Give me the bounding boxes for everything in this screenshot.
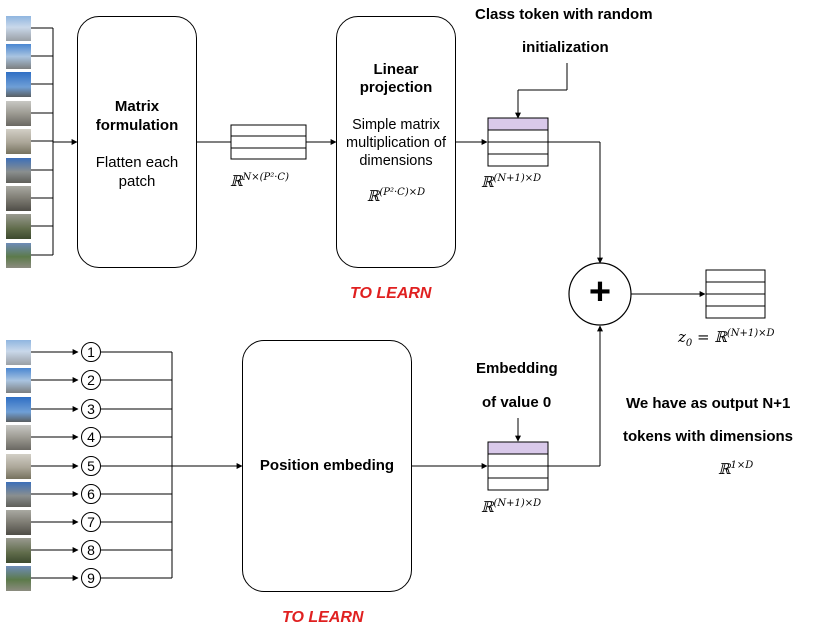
linear-projection-subtitle: Simple matrix multiplication of dimensio… [346,117,446,169]
position-index: 4 [81,427,101,447]
to-learn-label-top: TO LEARN [350,285,432,302]
output-matrix [705,269,766,319]
position-embedding-box: Position embeding [242,340,412,592]
position-index: 3 [81,399,101,419]
image-patch [6,243,31,268]
matrix-dimension: ℝN×(P²·C) [230,172,289,190]
image-patch [6,129,31,154]
position-index: 2 [81,370,101,390]
position-index: 1 [81,342,101,362]
image-patch [6,368,31,393]
image-patch [6,72,31,97]
image-patch [6,158,31,183]
linear-projection-title: Linear projection [359,61,433,96]
image-patch [6,214,31,239]
image-patch [6,340,31,365]
plus-icon: + [588,271,612,313]
embedding-dimension: ℝ(N+1)×D [481,498,542,516]
image-patch [6,101,31,126]
image-patch [6,397,31,422]
image-patch [6,44,31,69]
linear-projection-box: Linear projection Simple matrix multipli… [336,16,456,268]
image-patch [6,566,31,591]
image-patch [6,482,31,507]
output-note-line2: tokens with dimensions [623,428,794,445]
class-token-label-line2: initialization [522,39,609,56]
to-learn-label-bottom: TO LEARN [282,609,364,626]
image-patch [6,16,31,41]
addition-node [568,262,632,326]
flattened-matrix [230,124,307,160]
image-patch [6,538,31,563]
position-index: 5 [81,456,101,476]
class-token-label-line1: Class token with random [475,6,653,23]
image-patch [6,425,31,450]
embedding-label-line2: of value 0 [482,394,552,411]
matrix-formulation-box: Matrix formulation Flatten each patch [77,16,197,268]
image-patch [6,510,31,535]
output-dimension: z0 = ℝ(N+1)×D [678,328,775,349]
output-note-line1: We have as output N+1 [626,395,791,412]
embedding-label-line1: Embedding [476,360,558,377]
matrix-formulation-subtitle: Flatten each patch [95,154,179,190]
class-token-dimension: ℝ(N+1)×D [481,173,542,191]
output-note-dimension: ℝ1×D [718,460,754,478]
position-index: 6 [81,484,101,504]
position-index: 9 [81,568,101,588]
position-embedding-title: Position embeding [259,457,395,474]
position-index: 8 [81,540,101,560]
image-patch [6,454,31,479]
linear-projection-dimension: ℝ(P²·C)×D [366,187,426,205]
embedding-matrix [487,441,549,491]
matrix-formulation-title: Matrix formulation [95,98,179,134]
position-index: 7 [81,512,101,532]
class-token-matrix [487,117,549,167]
image-patch [6,186,31,211]
